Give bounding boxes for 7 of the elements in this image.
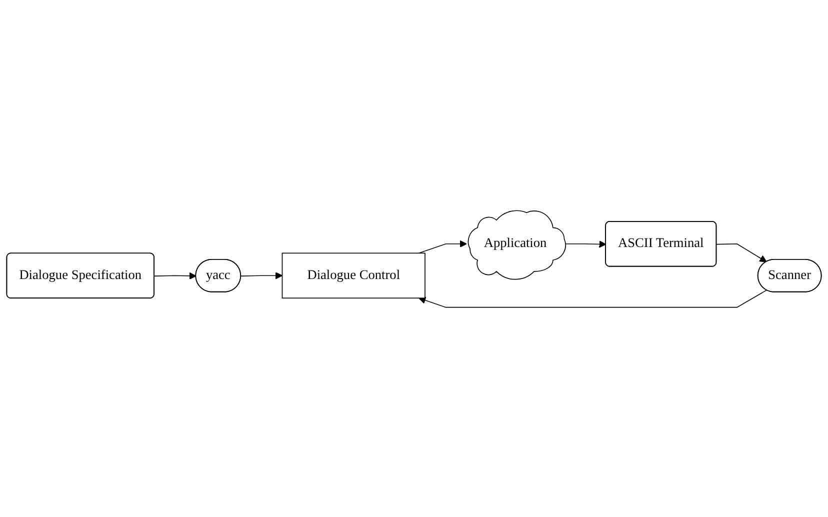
arrow [418, 289, 767, 308]
node-box: Dialogue Control [282, 252, 426, 298]
arrow [418, 240, 467, 254]
arrow [154, 272, 196, 280]
arrow [240, 271, 283, 279]
arrow [564, 240, 606, 248]
arrow [716, 242, 767, 262]
